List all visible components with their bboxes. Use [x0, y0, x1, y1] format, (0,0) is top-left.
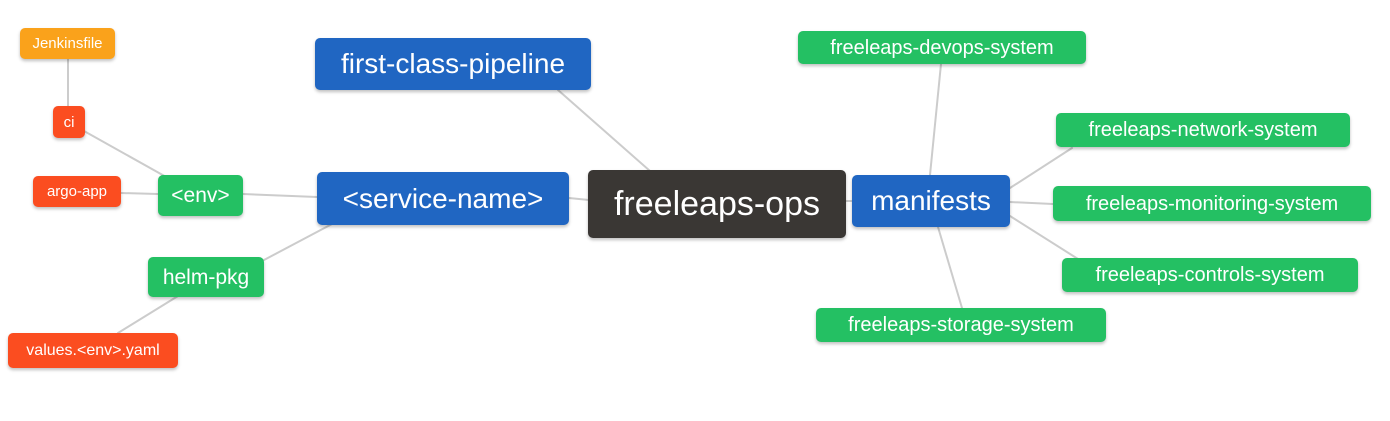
- node-values-env-yaml[interactable]: values.<env>.yaml: [8, 333, 178, 368]
- edge-manifests-controls: [1009, 215, 1079, 260]
- edge-manifests-storage: [937, 226, 963, 309]
- edge-env-service: [242, 193, 318, 198]
- node-freeleaps-controls-system[interactable]: freeleaps-controls-system: [1062, 258, 1358, 292]
- node-freeleaps-monitoring-system[interactable]: freeleaps-monitoring-system: [1053, 186, 1371, 221]
- node-ci[interactable]: ci: [53, 106, 85, 138]
- edge-manifests-network: [1009, 147, 1073, 189]
- edge-fcp-root: [557, 89, 651, 172]
- edge-helmpkg-service: [263, 223, 333, 261]
- node-jenkinsfile[interactable]: Jenkinsfile: [20, 28, 115, 59]
- edge-manifests-monitoring: [1009, 201, 1054, 205]
- edge-argoapp-env: [120, 192, 159, 195]
- node-helm-pkg[interactable]: helm-pkg: [148, 257, 264, 297]
- node-freeleaps-ops-root[interactable]: freeleaps-ops: [588, 170, 846, 238]
- node-freeleaps-storage-system[interactable]: freeleaps-storage-system: [816, 308, 1106, 342]
- edge-values-helmpkg: [117, 295, 179, 334]
- node-manifests[interactable]: manifests: [852, 175, 1010, 227]
- node-first-class-pipeline[interactable]: first-class-pipeline: [315, 38, 591, 90]
- node-freeleaps-network-system[interactable]: freeleaps-network-system: [1056, 113, 1350, 147]
- node-env[interactable]: <env>: [158, 175, 243, 216]
- edge-manifests-devops: [929, 63, 942, 176]
- edge-ci-env: [83, 130, 169, 179]
- edge-service-root: [568, 197, 590, 201]
- node-freeleaps-devops-system[interactable]: freeleaps-devops-system: [798, 31, 1086, 64]
- node-service-name[interactable]: <service-name>: [317, 172, 569, 225]
- node-argo-app[interactable]: argo-app: [33, 176, 121, 207]
